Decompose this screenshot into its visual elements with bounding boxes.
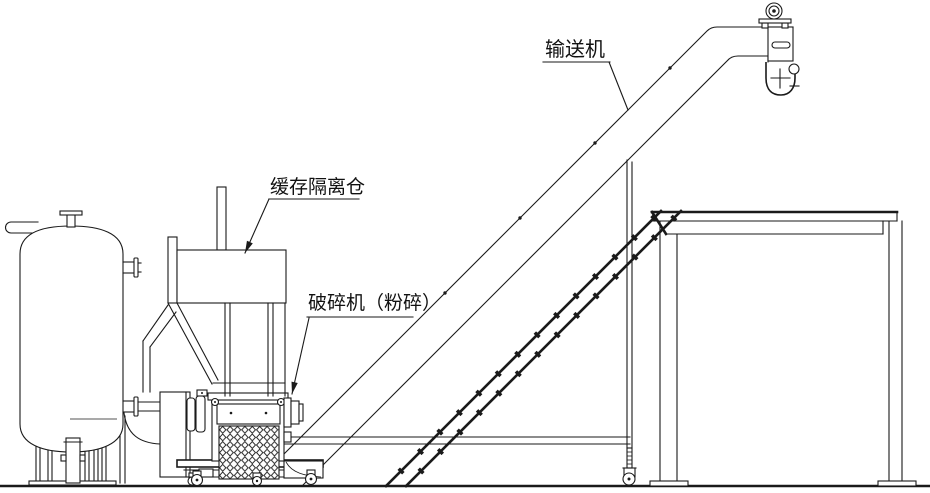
crusher-machine [176, 389, 324, 487]
duct-rivets [443, 66, 672, 295]
hopper-pole [216, 186, 227, 251]
crusher-side-motor [283, 397, 304, 443]
tank-side-pipe [5, 221, 39, 234]
label-buffer-bin: 缓存隔离仓 [244, 176, 365, 254]
conveyor-drive-motor [758, 2, 792, 29]
conveyor-duct-bottom [301, 55, 769, 487]
crusher-top-flange [207, 392, 289, 401]
hopper-bin [176, 249, 287, 304]
cup-outlet [788, 63, 800, 75]
hopper-funnel [167, 302, 286, 397]
tank-top-nozzle [59, 210, 83, 228]
buffer-bin-label: 缓存隔离仓 [270, 176, 365, 198]
buffer-hopper [142, 186, 287, 397]
mesh-panel [218, 425, 280, 480]
tank-upper-nozzle [122, 257, 142, 278]
table-left-leg [649, 221, 689, 487]
tank-body [19, 225, 124, 453]
rail-bolts [403, 208, 684, 489]
conveyor-duct-top [283, 26, 794, 455]
conveyor-head [767, 26, 794, 62]
table-corner-bevel [650, 210, 668, 236]
blower-volute [123, 412, 161, 445]
head-slot [771, 41, 791, 49]
label-conveyor: 输送机 [542, 38, 629, 111]
tank-lower-nozzle [122, 396, 161, 417]
work-table [649, 210, 917, 487]
hopper-left-flange [167, 236, 178, 304]
leader-arrowhead [291, 381, 298, 394]
tank-bottom-pipe [60, 437, 86, 484]
label-crusher: 破碎机（粉碎） [291, 292, 441, 395]
rail-bolts [383, 208, 664, 489]
hopper-side-duct [142, 304, 177, 393]
conveyor-front-rail [384, 209, 663, 488]
inclined-conveyor [283, 2, 800, 489]
conveyor-label: 输送机 [545, 38, 605, 61]
discharge-cup [765, 62, 800, 96]
table-right-leg [877, 220, 917, 487]
conveyor-front-rail [404, 209, 683, 488]
storage-tank [5, 210, 161, 486]
crusher-label: 破碎机（粉碎） [308, 292, 441, 314]
crusher-front-panel [216, 403, 281, 425]
leader-arrowhead [245, 240, 253, 253]
crusher-casters [190, 469, 318, 487]
conveyor-support-leg [622, 159, 637, 486]
drive-pulleys [186, 389, 208, 433]
discharge-tray [283, 460, 324, 479]
